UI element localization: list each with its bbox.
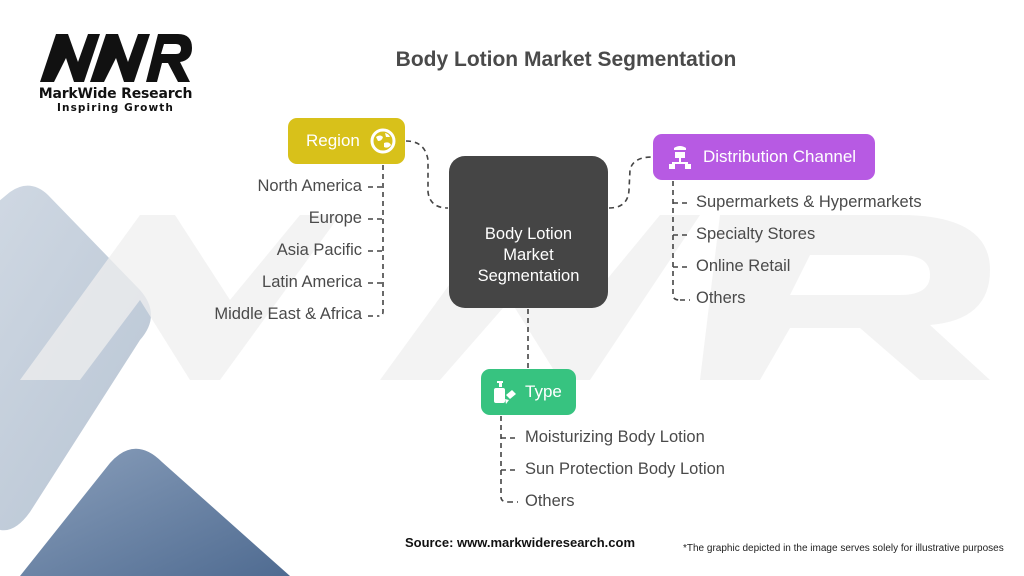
center-node-line1: Body Lotion: [484, 224, 573, 243]
region-item: North America: [257, 177, 362, 195]
connector-region-center: [405, 140, 449, 209]
mwr-logo-mark: [40, 34, 192, 82]
center-node: Body Lotion Market Segmentation: [449, 156, 608, 308]
region-item: Europe: [308, 209, 362, 227]
distribution-list-trunk: [672, 181, 681, 301]
region-list-trunk: [377, 165, 384, 317]
region-item: Latin America: [262, 273, 362, 291]
center-node-line2: Market: [503, 245, 554, 264]
category-type: Type: [481, 369, 576, 415]
distribution-item: Online Retail: [696, 257, 791, 275]
region-item: Asia Pacific: [276, 241, 362, 259]
connector-center-distribution: [608, 156, 653, 209]
type-item: Moisturizing Body Lotion: [525, 428, 705, 446]
type-item: Others: [525, 492, 575, 510]
type-list-trunk: [500, 416, 509, 503]
brand-name: MarkWide Research: [38, 86, 193, 102]
center-node-line3: Segmentation: [477, 266, 580, 285]
brand-logo: MarkWide Research Inspiring Growth: [38, 32, 193, 114]
distribution-item: Others: [696, 289, 746, 307]
category-region-label: Region: [306, 131, 360, 150]
distribution-item: Supermarkets & Hypermarkets: [696, 193, 922, 211]
category-distribution-channel: Distribution Channel: [653, 134, 875, 180]
type-item: Sun Protection Body Lotion: [525, 460, 725, 478]
source-text: Source: www.markwideresearch.com: [405, 535, 636, 550]
dark-diamond-shape: [20, 448, 290, 576]
page-title: Body Lotion Market Segmentation: [395, 48, 737, 71]
globe-icon: [370, 128, 396, 154]
disclaimer-text: *The graphic depicted in the image serve…: [683, 543, 1004, 554]
lotion-bottle-icon: [491, 379, 517, 405]
category-region: Region: [288, 118, 405, 164]
brand-tagline: Inspiring Growth: [57, 102, 174, 114]
category-type-label: Type: [525, 382, 562, 401]
network-hierarchy-icon: [667, 144, 693, 170]
distribution-item: Specialty Stores: [696, 225, 816, 243]
region-item: Middle East & Africa: [214, 305, 362, 323]
category-distribution-label: Distribution Channel: [703, 147, 857, 166]
